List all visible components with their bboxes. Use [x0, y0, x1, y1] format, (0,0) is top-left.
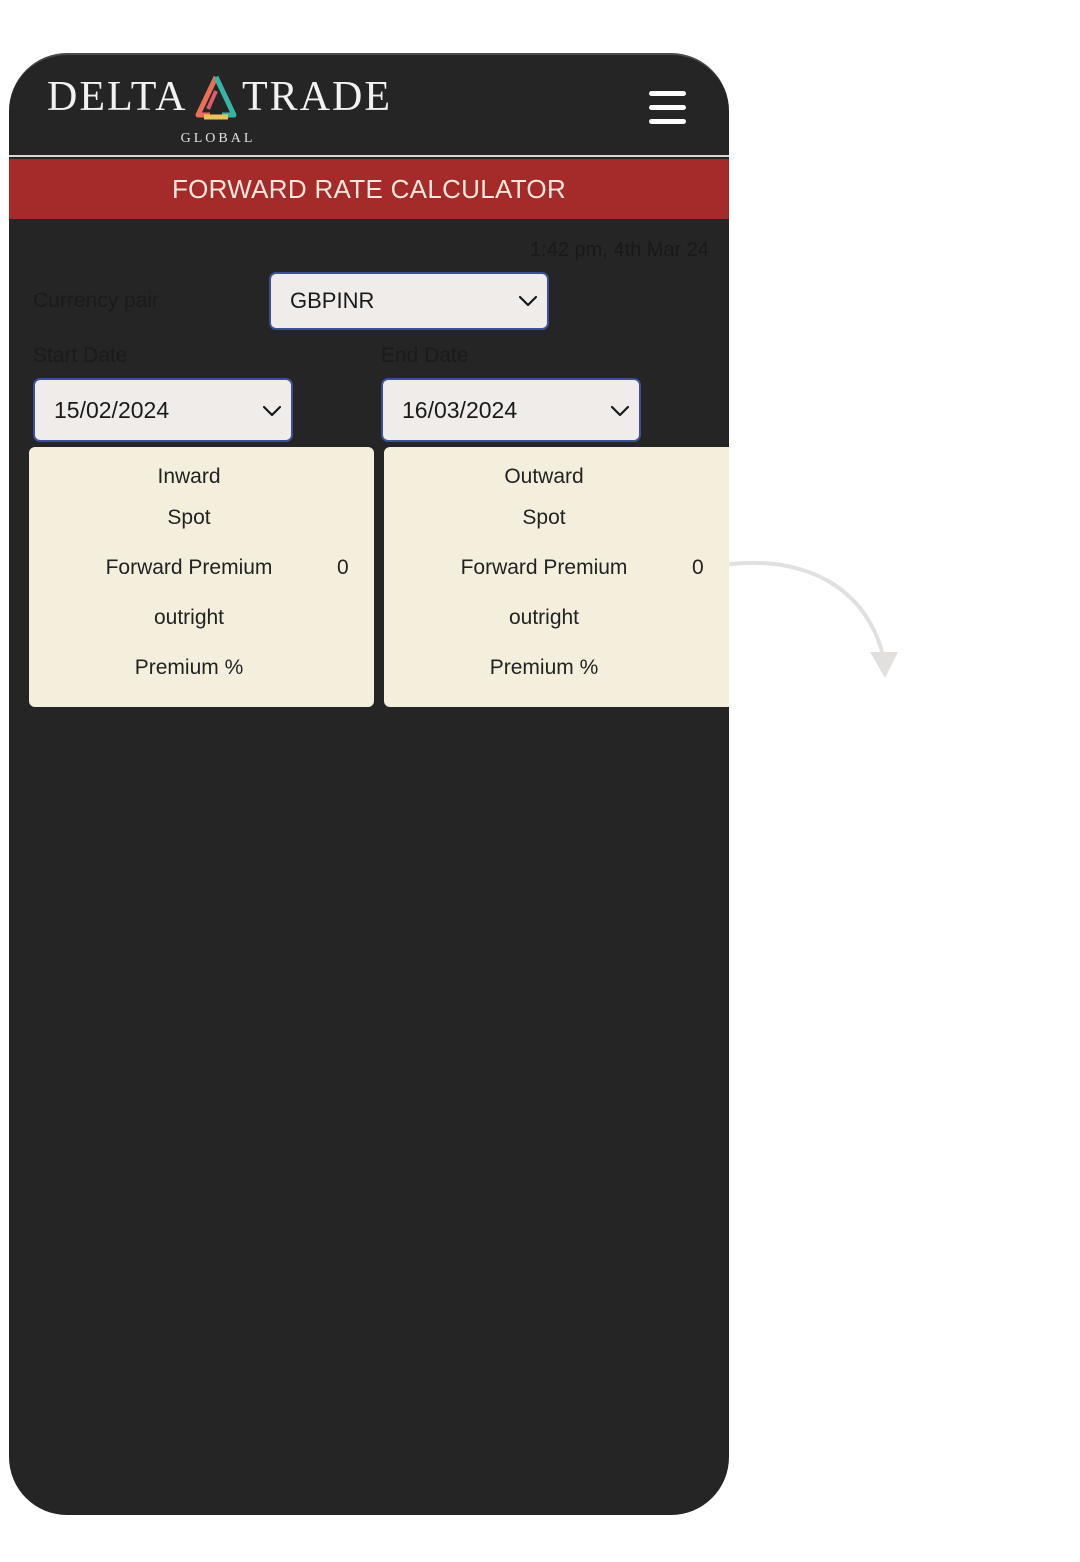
outward-heading: Outward: [504, 465, 584, 488]
outward-outright-label: outright: [508, 606, 580, 629]
timestamp: 1:42 pm, 4th Mar 24: [530, 239, 709, 261]
outward-forward-premium-value: 0: [692, 556, 704, 579]
currency-pair-value: GBPINR: [290, 288, 375, 313]
inward-heading: Inward: [157, 465, 221, 488]
triangle-logo-icon: [195, 75, 237, 120]
outward-forward-premium-label: Forward Premium: [460, 556, 628, 579]
curved-arrow-icon: [729, 560, 898, 678]
app-header: DELTA TRADE GLOBAL: [9, 55, 729, 157]
end-date-select[interactable]: 16/03/2024: [381, 378, 641, 442]
inward-card: Inward Spot Forward Premium 0 outright P…: [29, 447, 374, 707]
inward-forward-premium-value: 0: [337, 556, 349, 579]
start-date-value: 15/02/2024: [54, 397, 170, 423]
inward-premium-percent-label: Premium %: [134, 656, 244, 679]
hamburger-menu-icon[interactable]: [645, 89, 689, 129]
logo-text-trade: TRADE: [242, 74, 392, 120]
inward-outright-label: outright: [153, 606, 225, 629]
chevron-down-icon: [518, 295, 538, 307]
outward-premium-percent-label: Premium %: [489, 656, 599, 679]
start-date-label: Start Date: [33, 344, 128, 367]
inward-spot-label: Spot: [167, 506, 211, 529]
outward-spot-label: Spot: [522, 506, 566, 529]
page-title: FORWARD RATE CALCULATOR: [9, 159, 729, 219]
currency-pair-select[interactable]: GBPINR: [269, 272, 549, 330]
logo-text-delta: DELTA: [47, 74, 188, 120]
currency-pair-label: Currency pair: [33, 289, 160, 312]
delta-trade-logo[interactable]: DELTA TRADE GLOBAL: [47, 73, 397, 153]
chevron-down-icon: [610, 405, 630, 417]
end-date-label: End Date: [381, 344, 469, 367]
start-date-select[interactable]: 15/02/2024: [33, 378, 293, 442]
inward-forward-premium-label: Forward Premium: [105, 556, 273, 579]
chevron-down-icon: [262, 405, 282, 417]
outward-card: Outward Spot Forward Premium 0 outright …: [384, 447, 729, 707]
end-date-value: 16/03/2024: [402, 397, 518, 423]
phone-screen: DELTA TRADE GLOBAL FORWARD RATE CALCULAT…: [9, 53, 729, 1515]
logo-subtitle: GLOBAL: [180, 131, 256, 146]
